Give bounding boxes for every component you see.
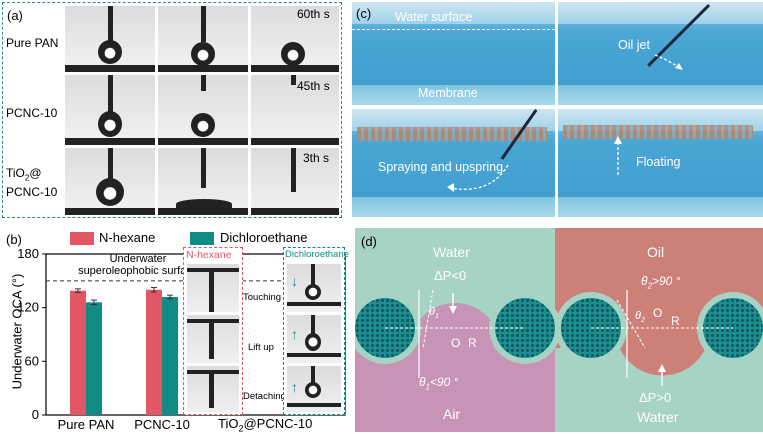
label-dp-neg: ΔP<0 <box>434 268 467 283</box>
bar-dichloroethane <box>86 302 102 415</box>
label-oil-jet: Oil jet <box>618 38 650 52</box>
photo-tio2-3 <box>251 148 339 215</box>
photo-pcnc-3 <box>251 75 339 145</box>
inset-nhexane-title: N-hexane <box>186 249 232 261</box>
label-theta1: θ1 <box>429 306 439 321</box>
wetting-schematic <box>355 228 763 432</box>
legend-label-dichloroethane: Dichloroethane <box>220 230 308 245</box>
inset-dichloroethane-title: Dichloroethane <box>285 249 349 260</box>
panel-a: (a) Pure PAN PCNC-10 TiO2@ PCNC-10 60th … <box>2 2 342 218</box>
y-tick-label: 180 <box>17 246 39 261</box>
photo-pan-2 <box>158 6 248 72</box>
time-label-45: 45th s <box>297 79 330 93</box>
label-r-left: R <box>468 336 477 350</box>
step-lift-up: Lift up <box>248 342 274 353</box>
legend-label-nhexane: N-hexane <box>99 230 156 245</box>
photo-c-4 <box>558 109 763 217</box>
photo-tio2-1 <box>65 148 155 215</box>
threshold-annotation: Underwater superoleophobic surface <box>58 253 218 277</box>
inset-dichloroethane: Dichloroethane ↓ ↑ ↑ <box>283 247 349 415</box>
photo-c-3 <box>352 109 555 217</box>
panel-c: (c) Water surface Membrane Oil jet Spray… <box>350 0 763 220</box>
label-oil-top: Oil <box>647 244 665 260</box>
label-water-surface: Water surface <box>395 10 473 24</box>
annotation-line1: Underwater <box>109 253 167 265</box>
x-tick-label: Pure PAN <box>58 417 115 432</box>
time-label-3: 3th s <box>303 151 330 165</box>
legend-swatch-dichloroethane <box>190 232 214 245</box>
label-dp-pos: ΔP>0 <box>639 390 672 405</box>
bar-n-hexane <box>70 290 86 415</box>
label-o-left: O <box>451 336 461 350</box>
label-o-right: O <box>653 306 663 320</box>
bar-dichloroethane <box>162 296 178 415</box>
row-label-pure-pan: Pure PAN <box>6 36 59 50</box>
label-angle-cond-left: θ1<90 ° <box>419 375 459 392</box>
panel-c-arrows <box>447 54 683 192</box>
x-tick-tio2-pcnc10: TiO2@PCNC-10 <box>218 416 313 434</box>
panel-d-letter: (d) <box>361 234 377 249</box>
y-tick-label: 60 <box>25 353 39 368</box>
legend: N-hexane Dichloroethane <box>70 230 350 246</box>
bar-n-hexane <box>146 289 162 415</box>
y-tick-label: 0 <box>32 407 39 422</box>
legend-swatch-nhexane <box>70 232 94 245</box>
label-watrer: Watrer <box>637 409 679 425</box>
photo-pan-3 <box>251 6 339 72</box>
photo-pcnc-1 <box>65 75 155 145</box>
annotation-line2: superoleophobic surface <box>78 265 198 277</box>
label-theta2-cond: θ2>90 ° <box>641 274 681 291</box>
label-floating: Floating <box>636 155 681 169</box>
row-label-tio2-pcnc10: TiO2@ PCNC-10 <box>6 166 58 200</box>
step-detaching: Detaching <box>243 391 286 402</box>
panel-c-letter: (c) <box>356 6 372 21</box>
label-spraying-upspring: Spraying and upspring <box>378 160 504 174</box>
label-air: Air <box>443 406 461 422</box>
y-axis-label: Underwater OCA (°) <box>10 257 25 407</box>
photo-c-2 <box>558 2 763 105</box>
panel-a-letter: (a) <box>7 8 23 23</box>
photo-pcnc-2 <box>158 75 248 145</box>
y-tick-label: 120 <box>17 300 39 315</box>
inset-step-labels: Touching Lift up Detaching <box>242 247 286 415</box>
inset-nhexane: N-hexane <box>183 247 243 415</box>
row-label-pcnc10: PCNC-10 <box>6 106 58 120</box>
label-r-right: R <box>671 314 680 328</box>
photo-pan-1 <box>65 6 155 72</box>
label-water-top: Water <box>433 244 470 260</box>
photo-tio2-2 <box>158 148 248 215</box>
label-membrane: Membrane <box>418 86 478 100</box>
x-tick-label: PCNC-10 <box>134 417 190 432</box>
panel-b-letter: (b) <box>6 232 22 247</box>
time-label-60: 60th s <box>297 7 330 21</box>
y-axis-label-text: Underwater OCA (°) <box>9 273 25 390</box>
photo-c-1 <box>352 2 555 105</box>
panel-d: (d) Water ΔP<0 θ1 O R θ1<90 ° Air Oil θ2… <box>355 228 763 432</box>
label-theta2: θ2 <box>635 310 645 325</box>
step-touching: Touching <box>243 292 282 303</box>
